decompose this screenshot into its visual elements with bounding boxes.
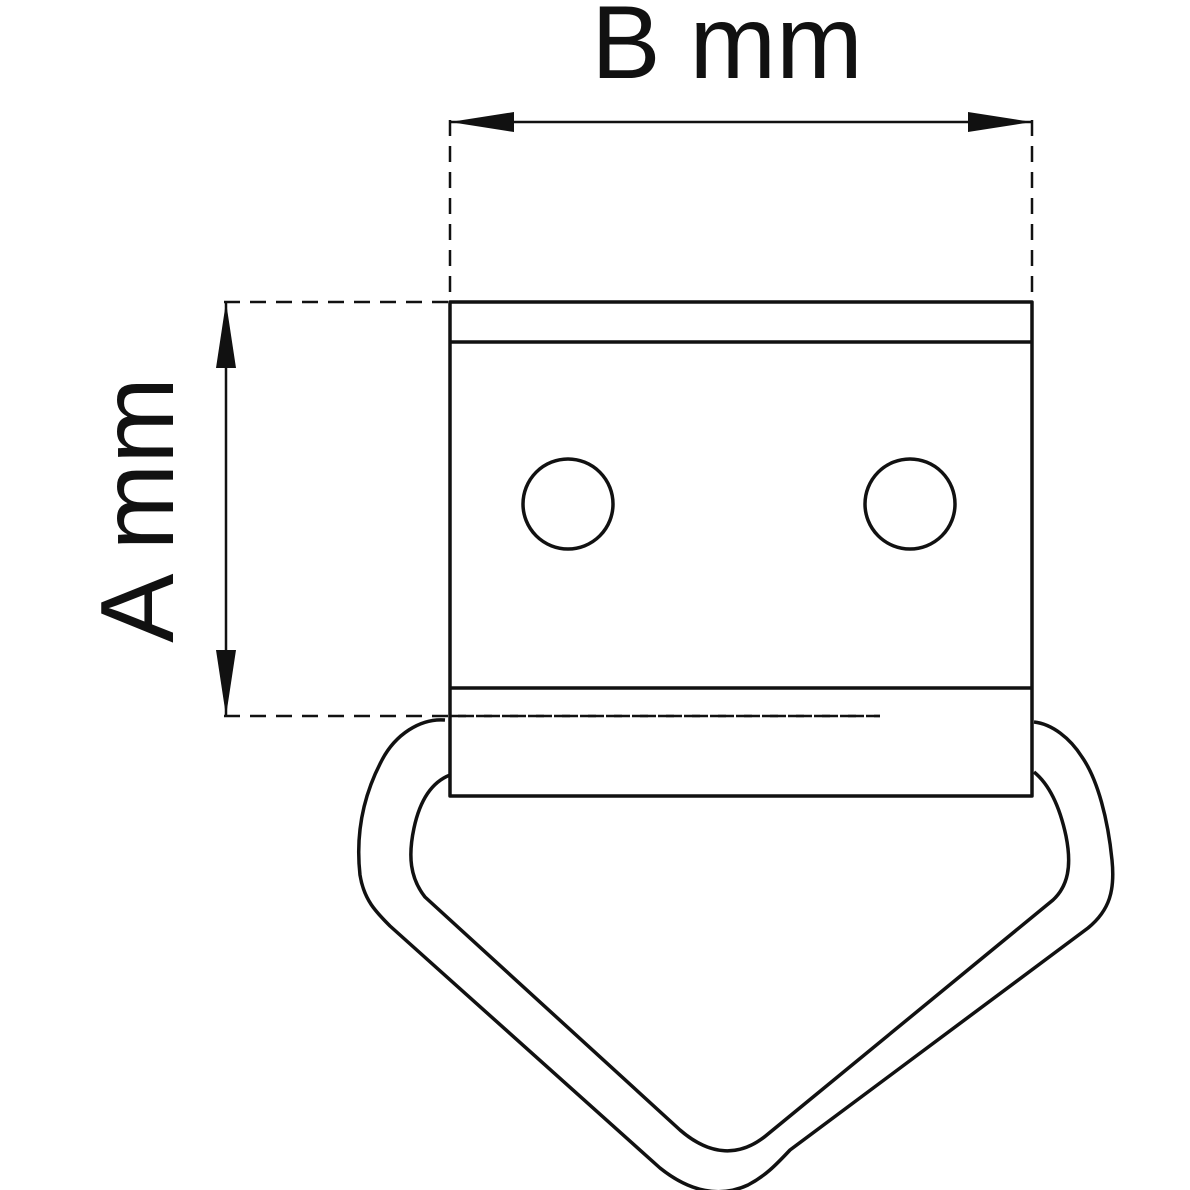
mounting-hole-left (521, 457, 615, 551)
dimension-b-arrow (450, 112, 1032, 132)
mounting-plate (448, 300, 1034, 798)
dimension-a-label: A mm (80, 377, 196, 643)
d-ring-inner (409, 770, 1071, 1153)
dimension-a-arrow (216, 302, 236, 716)
dimension-b-label: B mm (591, 0, 863, 101)
mounting-hole-right (863, 457, 957, 551)
d-ring-outer (356, 718, 1115, 1190)
